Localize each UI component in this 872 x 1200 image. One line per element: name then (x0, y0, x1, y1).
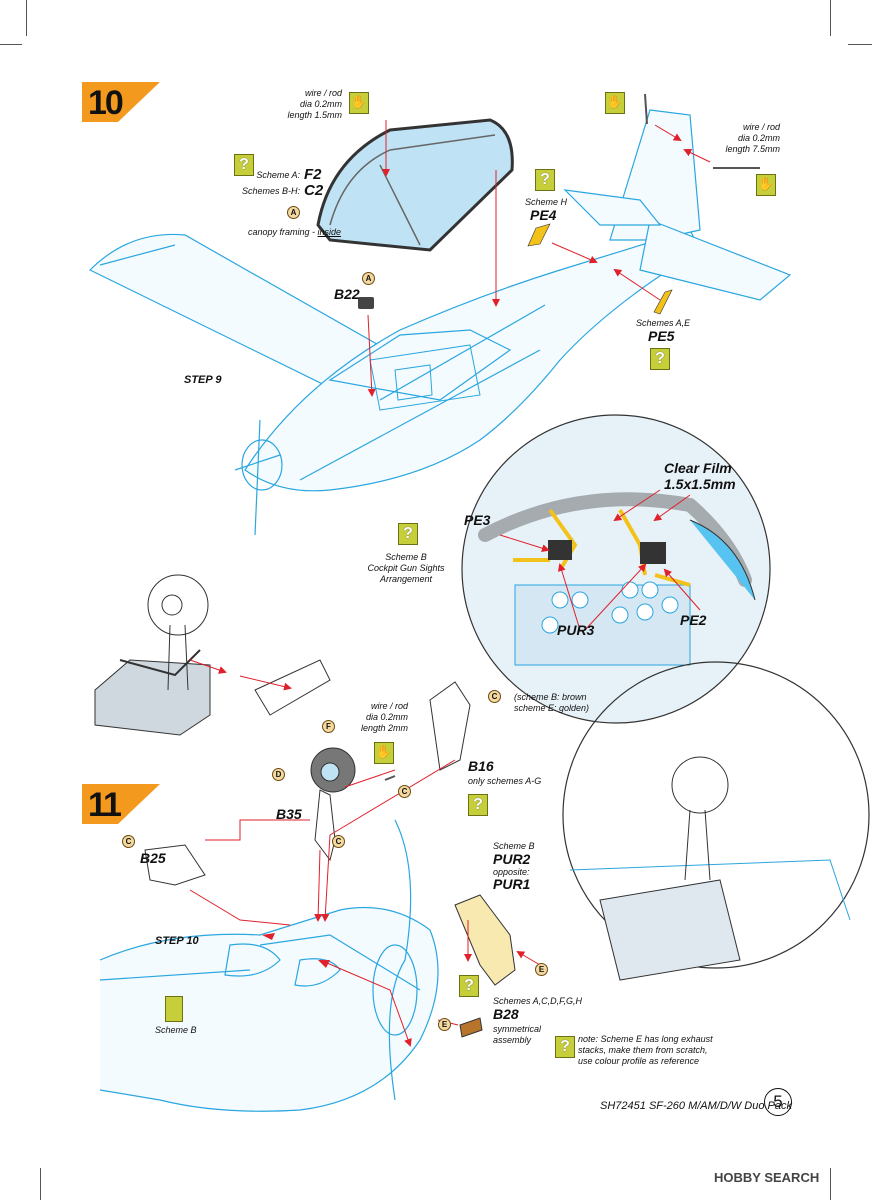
step-10-number: 10 (88, 84, 124, 122)
part-pur3-label: PUR3 (557, 622, 595, 638)
glove-icon: ✋ (349, 92, 369, 114)
part-b22-label: B22 (334, 286, 360, 302)
aircraft-step10-outline (99, 819, 439, 1112)
canopy-framing-note: canopy framing - inside (248, 227, 342, 237)
crop-mark (40, 1168, 41, 1200)
part-pe4-label: PE4 (530, 207, 557, 223)
aircraft-step9-outline (88, 109, 792, 536)
sprue-c-marker: C (122, 835, 135, 848)
pe-part-icon (165, 996, 183, 1022)
sprue-e-marker: E (535, 963, 548, 976)
part-f2-label: F2 (304, 166, 322, 183)
sprue-e-marker: E (438, 1018, 451, 1031)
part-b35-label: B35 (276, 806, 302, 822)
part-pe5-shape (653, 289, 673, 315)
crop-mark (848, 44, 872, 45)
crop-mark (830, 1168, 831, 1200)
step-11-badge: 11 (82, 784, 162, 824)
sprue-d-marker: D (272, 768, 285, 781)
question-icon: ? (398, 523, 418, 545)
footer-text: SH72451 SF-260 M/AM/D/W Duo Pack (600, 1100, 792, 1112)
watermark: HOBBY SEARCH (714, 1170, 820, 1185)
cockpit-detail-circle (461, 414, 771, 724)
part-b22-shape (358, 297, 374, 309)
part-pe3-label: PE3 (464, 512, 491, 528)
scheme-a-text: Scheme A: (256, 170, 300, 180)
crop-mark (830, 0, 831, 36)
crop-mark (0, 44, 22, 45)
part-c2-label: C2 (304, 182, 324, 199)
step-10-label: STEP 10 (155, 935, 199, 947)
opposite-text: opposite: (493, 867, 530, 877)
sprue-c-marker: C (332, 835, 345, 848)
part-pur1-label: PUR1 (493, 876, 531, 892)
b16-note: only schemes A-G (468, 776, 542, 786)
glove-icon: ✋ (605, 92, 625, 114)
sprue-a-marker: A (287, 206, 300, 219)
question-icon: ? (650, 348, 670, 370)
part-pe4-shape (527, 223, 551, 247)
question-icon: ? (459, 975, 479, 997)
part-b25-label: B25 (140, 850, 166, 866)
part-pe2-label: PE2 (680, 612, 707, 628)
part-pur2-label: PUR2 (493, 851, 531, 867)
scheme-b-text: Scheme B (493, 841, 535, 851)
schemes-ae-text: Schemes A,E (636, 318, 691, 328)
glove-icon: ✋ (756, 174, 776, 196)
sprue-a-marker: A (362, 272, 375, 285)
scheme-h-text: Scheme H (525, 197, 568, 207)
step-9-label: STEP 9 (184, 374, 222, 386)
question-icon: ? (555, 1036, 575, 1058)
question-icon: ? (234, 154, 254, 176)
schemes-acdfgh-text: Schemes A,C,D,F,G,H (493, 996, 583, 1006)
question-icon: ? (468, 794, 488, 816)
sprue-c-marker: C (488, 690, 501, 703)
question-icon: ? (535, 169, 555, 191)
step11-parts (144, 681, 516, 1038)
glove-icon: ✋ (374, 742, 394, 764)
canopy-part (316, 118, 514, 252)
part-b16-label: B16 (468, 758, 494, 774)
step-10-badge: 10 (82, 82, 162, 122)
landing-gear-detail (94, 574, 331, 736)
sprue-c-marker: C (398, 785, 411, 798)
gear-detail-circle (562, 661, 870, 969)
part-b28-label: B28 (493, 1006, 519, 1022)
step-11-number: 11 (88, 786, 122, 824)
crop-mark (26, 0, 27, 36)
sprue-f-marker: F (322, 720, 335, 733)
part-pe5-label: PE5 (648, 328, 675, 344)
page-number: 5 (764, 1088, 792, 1116)
scheme-bh-text: Schemes B-H: (241, 186, 300, 196)
scheme-b-left-text: Scheme B (155, 1025, 197, 1035)
